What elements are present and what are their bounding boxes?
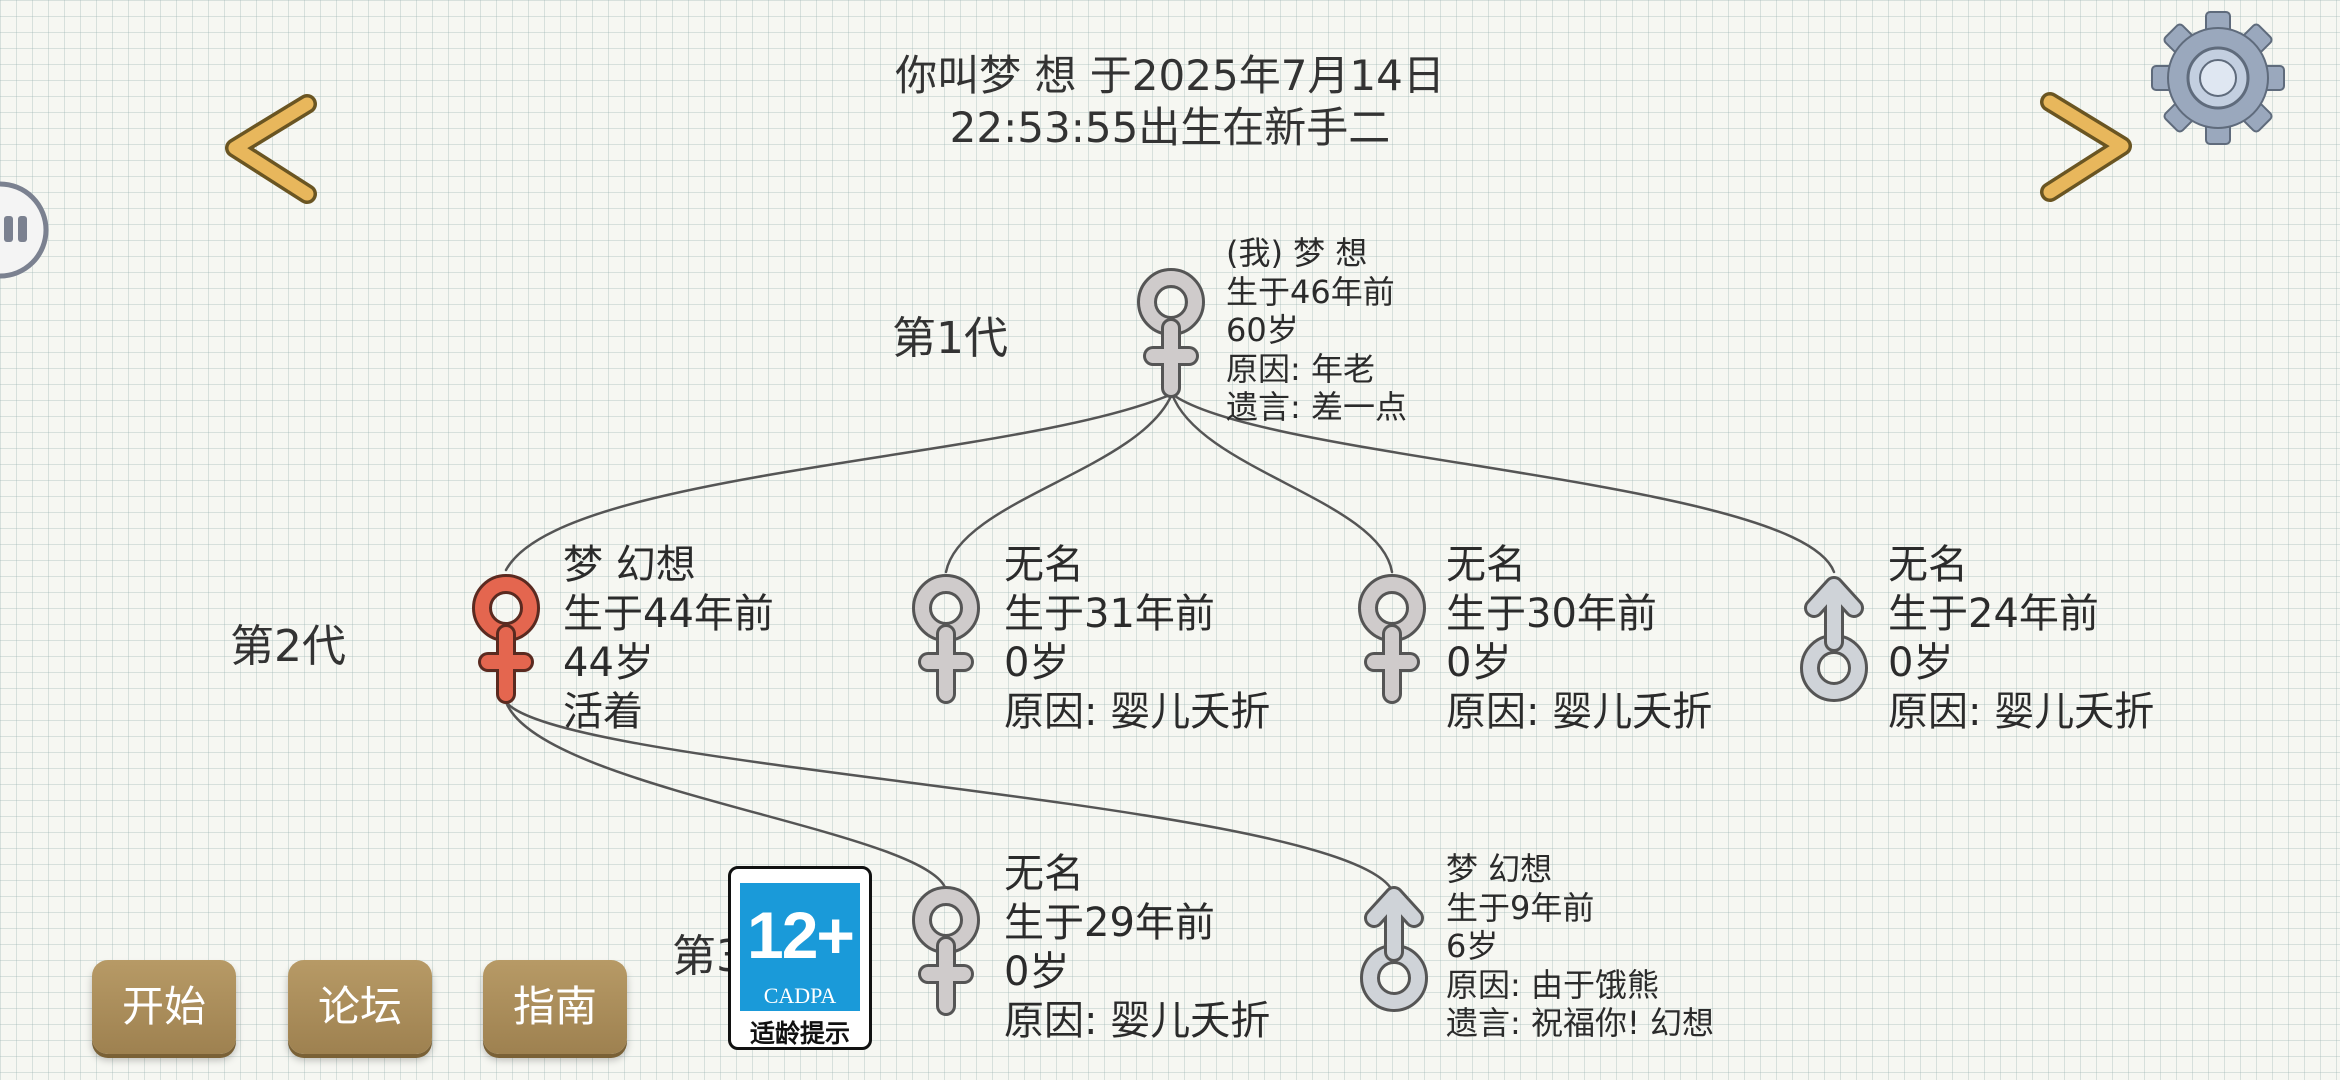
age-rating-number: 12+ xyxy=(747,898,855,972)
person-name: 梦 幻想 xyxy=(1446,850,1553,888)
person-name: 梦 幻想 xyxy=(563,542,696,588)
person-cause: 原因: 婴儿夭折 xyxy=(1004,689,1271,735)
female-symbol-icon[interactable] xyxy=(910,886,980,1016)
generation-label-2: 第2代 xyxy=(230,621,346,672)
link-p1-p5 xyxy=(1170,392,1836,574)
birth-info-header: 你叫梦 想 于2025年7月14日 22:53:55出生在新手二 xyxy=(770,50,1570,154)
person-age: 0岁 xyxy=(1004,640,1070,686)
birth-info-line2: 22:53:55出生在新手二 xyxy=(949,103,1391,152)
link-p1-p3 xyxy=(944,392,1174,574)
age-rating-badge: 12+ CADPA 适龄提示 xyxy=(728,866,872,1050)
link-p2-p7 xyxy=(504,700,1394,892)
person-name: (我) 梦 想 xyxy=(1226,234,1368,272)
person-name: 无名 xyxy=(1004,851,1084,897)
female-symbol-icon[interactable] xyxy=(1356,574,1426,704)
start-button-label: 开始 xyxy=(121,982,206,1031)
person-birth: 生于29年前 xyxy=(1004,900,1215,946)
person-name: 无名 xyxy=(1004,542,1084,588)
birth-info-line1: 你叫梦 想 于2025年7月14日 xyxy=(895,51,1445,100)
guide-button[interactable]: 指南 xyxy=(483,960,627,1054)
female-symbol-icon[interactable] xyxy=(1135,268,1205,398)
person-cause: 原因: 婴儿夭折 xyxy=(1446,689,1713,735)
side-pause-tab-icon[interactable] xyxy=(0,178,52,282)
person-birth: 生于9年前 xyxy=(1446,888,1595,927)
person-info-p1: (我) 梦 想 生于46年前 60岁 原因: 年老 遗言: 差一点 xyxy=(1226,234,1407,427)
prev-arrow-icon[interactable] xyxy=(215,90,325,210)
generation-label-1: 第1代 xyxy=(892,313,1008,364)
person-age: 60岁 xyxy=(1226,311,1299,349)
person-cause: 原因: 婴儿夭折 xyxy=(1004,998,1271,1044)
age-rating-tip: 适龄提示 xyxy=(749,1019,850,1048)
age-rating-panel: 12+ CADPA xyxy=(740,883,860,1011)
person-cause: 原因: 由于饿熊 xyxy=(1446,965,1659,1004)
person-info-p4: 无名 生于30年前 0岁 原因: 婴儿夭折 xyxy=(1446,541,1712,737)
person-age: 44岁 xyxy=(563,640,654,686)
person-age: 0岁 xyxy=(1004,949,1070,995)
forum-button[interactable]: 论坛 xyxy=(288,960,432,1054)
next-arrow-icon[interactable] xyxy=(2030,88,2140,208)
guide-button-label: 指南 xyxy=(512,982,597,1031)
person-birth: 生于24年前 xyxy=(1888,591,2099,637)
start-button[interactable]: 开始 xyxy=(92,960,236,1054)
age-rating-org: CADPA xyxy=(763,983,837,1008)
person-age: 0岁 xyxy=(1446,640,1512,686)
person-info-p2: 梦 幻想 生于44年前 44岁 活着 xyxy=(563,541,774,737)
person-name: 无名 xyxy=(1446,542,1526,588)
link-p1-p4 xyxy=(1170,392,1394,574)
male-symbol-icon[interactable] xyxy=(1358,884,1428,1014)
female-symbol-icon[interactable] xyxy=(470,574,540,704)
person-cause: 原因: 年老 xyxy=(1226,349,1375,388)
person-last-words: 遗言: 差一点 xyxy=(1226,388,1407,426)
person-status: 活着 xyxy=(563,689,643,735)
link-p1-p2 xyxy=(504,392,1174,572)
person-info-p5: 无名 生于24年前 0岁 原因: 婴儿夭折 xyxy=(1888,541,2154,737)
person-birth: 生于44年前 xyxy=(563,591,774,637)
person-info-p6: 无名 生于29年前 0岁 原因: 婴儿夭折 xyxy=(1004,850,1270,1046)
person-cause: 原因: 婴儿夭折 xyxy=(1888,689,2155,735)
person-age: 6岁 xyxy=(1446,927,1499,965)
female-symbol-icon[interactable] xyxy=(910,574,980,704)
forum-button-label: 论坛 xyxy=(317,982,402,1031)
person-birth: 生于31年前 xyxy=(1004,591,1215,637)
person-name: 无名 xyxy=(1888,542,1968,588)
gear-icon[interactable] xyxy=(2150,10,2286,146)
person-last-words: 遗言: 祝福你! 幻想 xyxy=(1446,1004,1714,1042)
person-age: 0岁 xyxy=(1888,640,1954,686)
male-symbol-icon[interactable] xyxy=(1798,574,1868,704)
person-birth: 生于46年前 xyxy=(1226,272,1395,311)
person-info-p7: 梦 幻想 生于9年前 6岁 原因: 由于饿熊 遗言: 祝福你! 幻想 xyxy=(1446,850,1714,1043)
person-info-p3: 无名 生于31年前 0岁 原因: 婴儿夭折 xyxy=(1004,541,1270,737)
person-birth: 生于30年前 xyxy=(1446,591,1657,637)
link-p2-p6 xyxy=(504,700,948,892)
